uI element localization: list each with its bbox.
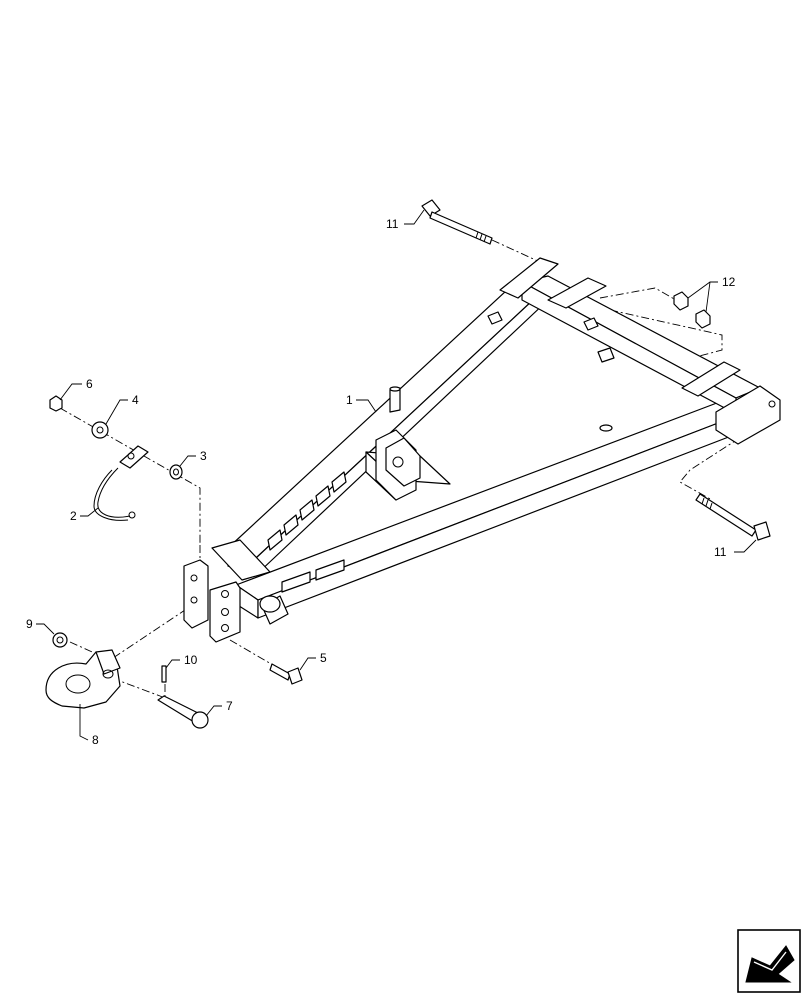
safety-chain-2 [93,445,149,521]
callout-12-label: 12 [722,275,736,289]
callout-8-label: 8 [92,733,99,747]
callout-11-upper-label: 11 [386,217,399,231]
callout-11-lower-label: 11 [714,545,727,559]
callout-1-label: 1 [346,393,353,407]
callout-2-label: 2 [70,509,77,523]
callout-2: 2 [70,507,99,523]
washer-4 [91,421,109,439]
callout-11-upper: 11 [386,209,425,231]
callout-7-label: 7 [226,699,233,713]
bolt-lower [695,493,771,541]
pin-7 [157,695,209,729]
callout-4-label: 4 [132,393,139,407]
hitch-eye [45,649,121,709]
callout-8: 8 [79,704,99,747]
callout-12: 12 [687,275,736,313]
callout-1: 1 [346,393,377,413]
washer-9 [52,632,68,648]
bushing-3 [169,464,183,480]
callout-5-label: 5 [320,651,327,665]
bolt-upper [421,199,493,245]
callout-4: 4 [105,393,139,425]
callout-7: 7 [205,699,233,717]
nut-6 [49,395,63,412]
callout-11-lower: 11 [714,539,757,559]
callout-10: 10 [165,653,198,669]
callout-3: 3 [179,449,207,467]
clip-10 [161,665,167,683]
callout-9: 9 [26,617,55,635]
bolt-5 [269,663,303,685]
callout-3-label: 3 [200,449,207,463]
callout-9-label: 9 [26,617,33,631]
a-frame-drawbar [183,257,781,643]
callout-6: 6 [59,377,93,401]
callout-6-label: 6 [86,377,93,391]
frame-slots [267,471,347,593]
callout-10-label: 10 [184,653,198,667]
navigate-arrow-icon[interactable] [737,929,801,993]
callout-5: 5 [299,651,327,671]
nuts [673,291,711,329]
